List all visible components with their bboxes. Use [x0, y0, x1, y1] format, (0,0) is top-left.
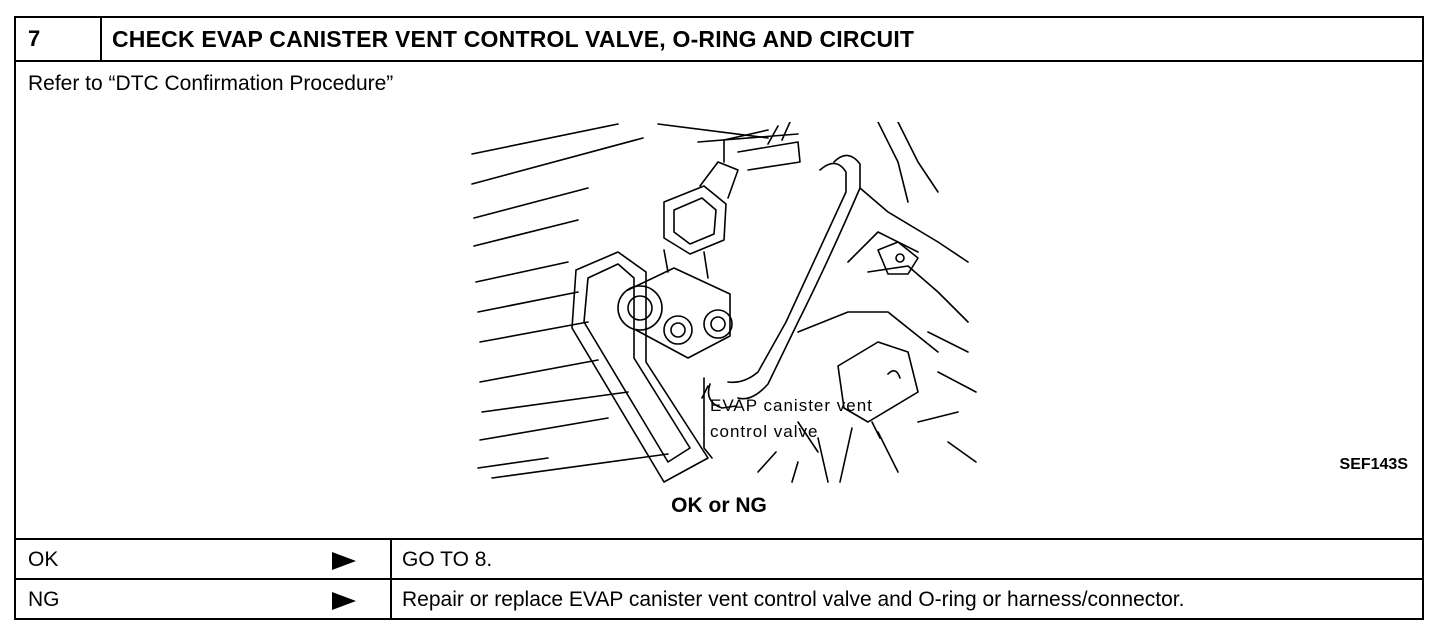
- row-divider: [390, 540, 392, 578]
- result-action-ng: Repair or replace EVAP canister vent con…: [402, 588, 1185, 611]
- result-action-ok: GO TO 8.: [402, 548, 493, 571]
- arrow-right-icon: [332, 592, 356, 610]
- refer-text: Refer to “DTC Confirmation Procedure”: [28, 72, 394, 95]
- valve-callout-line2: control valve: [710, 422, 819, 441]
- result-label-ok: OK: [28, 548, 59, 571]
- valve-callout-line1: EVAP canister vent: [710, 396, 873, 415]
- evap-valve-illustration: [471, 122, 977, 483]
- step-number: 7: [16, 18, 102, 60]
- step-body: Refer to “DTC Confirmation Procedure”: [16, 62, 1422, 540]
- arrow-right-icon: [332, 552, 356, 570]
- result-row-ok: OK GO TO 8.: [16, 540, 1422, 580]
- decision-label: OK or NG: [671, 494, 767, 517]
- row-divider: [390, 580, 392, 618]
- result-row-ng: NG Repair or replace EVAP canister vent …: [16, 580, 1422, 618]
- result-label-ng: NG: [28, 588, 60, 611]
- step-title: CHECK EVAP CANISTER VENT CONTROL VALVE, …: [112, 26, 915, 52]
- procedure-table: 7 CHECK EVAP CANISTER VENT CONTROL VALVE…: [14, 16, 1424, 620]
- figure-code: SEF143S: [1339, 456, 1408, 473]
- step-header: 7 CHECK EVAP CANISTER VENT CONTROL VALVE…: [16, 18, 1422, 62]
